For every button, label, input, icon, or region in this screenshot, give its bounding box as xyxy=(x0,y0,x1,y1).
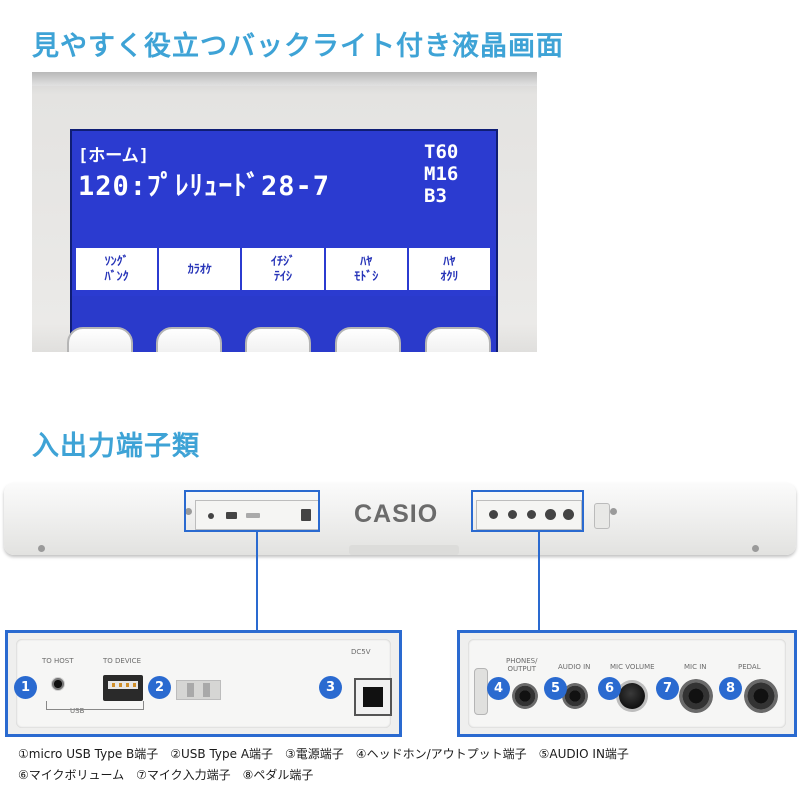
lcd-beat: B3 xyxy=(424,185,447,207)
usb-pin xyxy=(126,683,129,687)
lcd-softkey-bar: ｿﾝｸﾞ ﾊﾞﾝｸ ｶﾗｵｹ ｲﾁｼﾞ ﾃｲｼ ﾊﾔ ﾓﾄﾞｼ ﾊﾔ ｵｸﾘ xyxy=(76,248,491,290)
callout-8: 8 xyxy=(719,677,742,700)
lcd-screen: [ホーム] 120:ﾌﾟﾚﾘｭｰﾄﾞ28-7 T60 M16 B3 ｿﾝｸﾞ ﾊ… xyxy=(70,129,498,352)
right-zoom-panel: PHONES/ OUTPUT AUDIO IN MIC VOLUME MIC I… xyxy=(457,630,797,737)
softkey-line: ｿﾝｸﾞ xyxy=(104,254,129,268)
callout-5: 5 xyxy=(544,677,567,700)
hardware-button-2[interactable] xyxy=(156,327,222,352)
switch-key xyxy=(187,683,194,697)
left-panel-highlight xyxy=(184,490,320,532)
hardware-button-3[interactable] xyxy=(245,327,311,352)
dc-label: DC5V xyxy=(351,648,371,656)
usb-pin xyxy=(119,683,122,687)
left-port-panel xyxy=(195,500,319,530)
right-panel-highlight xyxy=(471,490,584,532)
to-host-label: TO HOST xyxy=(42,657,74,665)
mic-in-label: MIC IN xyxy=(684,663,707,671)
hardware-button-5[interactable] xyxy=(425,327,491,352)
softkey-line: ｲﾁｼﾞ xyxy=(271,254,296,268)
pedal-jack-small xyxy=(563,509,574,520)
mic-volume-knob xyxy=(619,683,645,709)
dc-hole xyxy=(363,687,383,707)
hardware-button-4[interactable] xyxy=(335,327,401,352)
mic-in-jack-small xyxy=(545,509,556,520)
left-zoom-panel: TO HOST TO DEVICE DC5V USB 1 2 3 xyxy=(5,630,402,737)
ports-section-heading: 入出力端子類 xyxy=(32,431,200,462)
softkey-karaoke: ｶﾗｵｹ xyxy=(159,248,241,290)
micro-usb-port xyxy=(51,677,65,691)
switch-key xyxy=(203,683,210,697)
usb-a-tongue xyxy=(108,681,138,689)
usb-pin xyxy=(112,683,115,687)
lcd-song-name: 120:ﾌﾟﾚﾘｭｰﾄﾞ28-7 xyxy=(78,171,331,202)
right-connector-line xyxy=(538,532,540,630)
lcd-tempo: T60 xyxy=(424,141,459,163)
side-grip xyxy=(594,503,610,529)
softkey-fast-forward: ﾊﾔ ｵｸﾘ xyxy=(408,248,491,290)
softkey-line: ﾓﾄﾞｼ xyxy=(354,269,379,283)
dc-power-port xyxy=(354,678,392,716)
pedal-label: PEDAL xyxy=(738,663,761,671)
right-port-panel xyxy=(476,500,582,530)
screw xyxy=(610,508,617,515)
softkey-line: ﾊﾞﾝｸ xyxy=(104,269,129,283)
softkey-line: ｶﾗｵｹ xyxy=(187,261,212,276)
usb-pin xyxy=(133,683,136,687)
audio-in-jack-small xyxy=(508,510,517,519)
mic-in-jack xyxy=(679,679,713,713)
softkey-line: ﾊﾔ xyxy=(443,254,456,268)
usb-a-port-small xyxy=(226,512,237,519)
slide-switch xyxy=(176,680,221,700)
softkey-line: ｵｸﾘ xyxy=(440,269,459,283)
hardware-button-row xyxy=(32,72,537,352)
pedal-jack xyxy=(744,679,778,713)
keyboard-lip xyxy=(349,545,459,555)
usb-label: USB xyxy=(70,707,85,715)
softkey-song-bank: ｿﾝｸﾞ ﾊﾞﾝｸ xyxy=(76,248,158,290)
micro-usb-port-small xyxy=(208,513,214,519)
softkey-pause: ｲﾁｼﾞ ﾃｲｼ xyxy=(242,248,324,290)
to-device-label: TO DEVICE xyxy=(103,657,141,665)
dc-port-small xyxy=(301,509,311,521)
usb-bracket xyxy=(46,701,144,710)
lcd-home-label: [ホーム] xyxy=(78,146,149,166)
caption-line-1: ①micro USB Type B端子 ②USB Type A端子 ③電源端子 … xyxy=(18,747,629,761)
phones-jack-small xyxy=(489,510,498,519)
callout-4: 4 xyxy=(487,677,510,700)
panel-rim xyxy=(32,72,537,86)
lcd-measure: M16 xyxy=(424,163,459,185)
screw xyxy=(185,508,192,515)
casio-logo: CASIO xyxy=(354,500,439,528)
usb-a-port xyxy=(103,675,143,701)
display-section-heading: 見やすく役立つバックライト付き液晶画面 xyxy=(32,31,564,62)
phones-output-label: PHONES/ OUTPUT xyxy=(506,657,538,673)
callout-3: 3 xyxy=(319,676,342,699)
hardware-button-1[interactable] xyxy=(67,327,133,352)
softkey-rewind: ﾊﾔ ﾓﾄﾞｼ xyxy=(325,248,407,290)
mic-volume-label: MIC VOLUME xyxy=(610,663,655,671)
callout-7: 7 xyxy=(656,677,679,700)
softkey-line: ﾊﾔ xyxy=(360,254,373,268)
left-connector-line xyxy=(256,532,258,630)
audio-in-label: AUDIO IN xyxy=(558,663,591,671)
lcd-inner: [ホーム] 120:ﾌﾟﾚﾘｭｰﾄﾞ28-7 T60 M16 B3 ｿﾝｸﾞ ﾊ… xyxy=(72,131,496,296)
phones-output-jack xyxy=(512,683,538,709)
switch-small xyxy=(246,513,260,518)
callout-6: 6 xyxy=(598,677,621,700)
callout-2: 2 xyxy=(148,676,171,699)
caption-line-2: ⑥マイクボリューム ⑦マイク入力端子 ⑧ペダル端子 xyxy=(18,768,314,782)
screw xyxy=(752,545,759,552)
keyboard-back-view: CASIO xyxy=(4,483,796,555)
callout-1: 1 xyxy=(14,676,37,699)
lcd-photo: [ホーム] 120:ﾌﾟﾚﾘｭｰﾄﾞ28-7 T60 M16 B3 ｿﾝｸﾞ ﾊ… xyxy=(32,72,537,352)
side-handle xyxy=(474,668,488,715)
screw xyxy=(38,545,45,552)
mic-volume-small xyxy=(527,510,536,519)
softkey-line: ﾃｲｼ xyxy=(274,269,293,283)
